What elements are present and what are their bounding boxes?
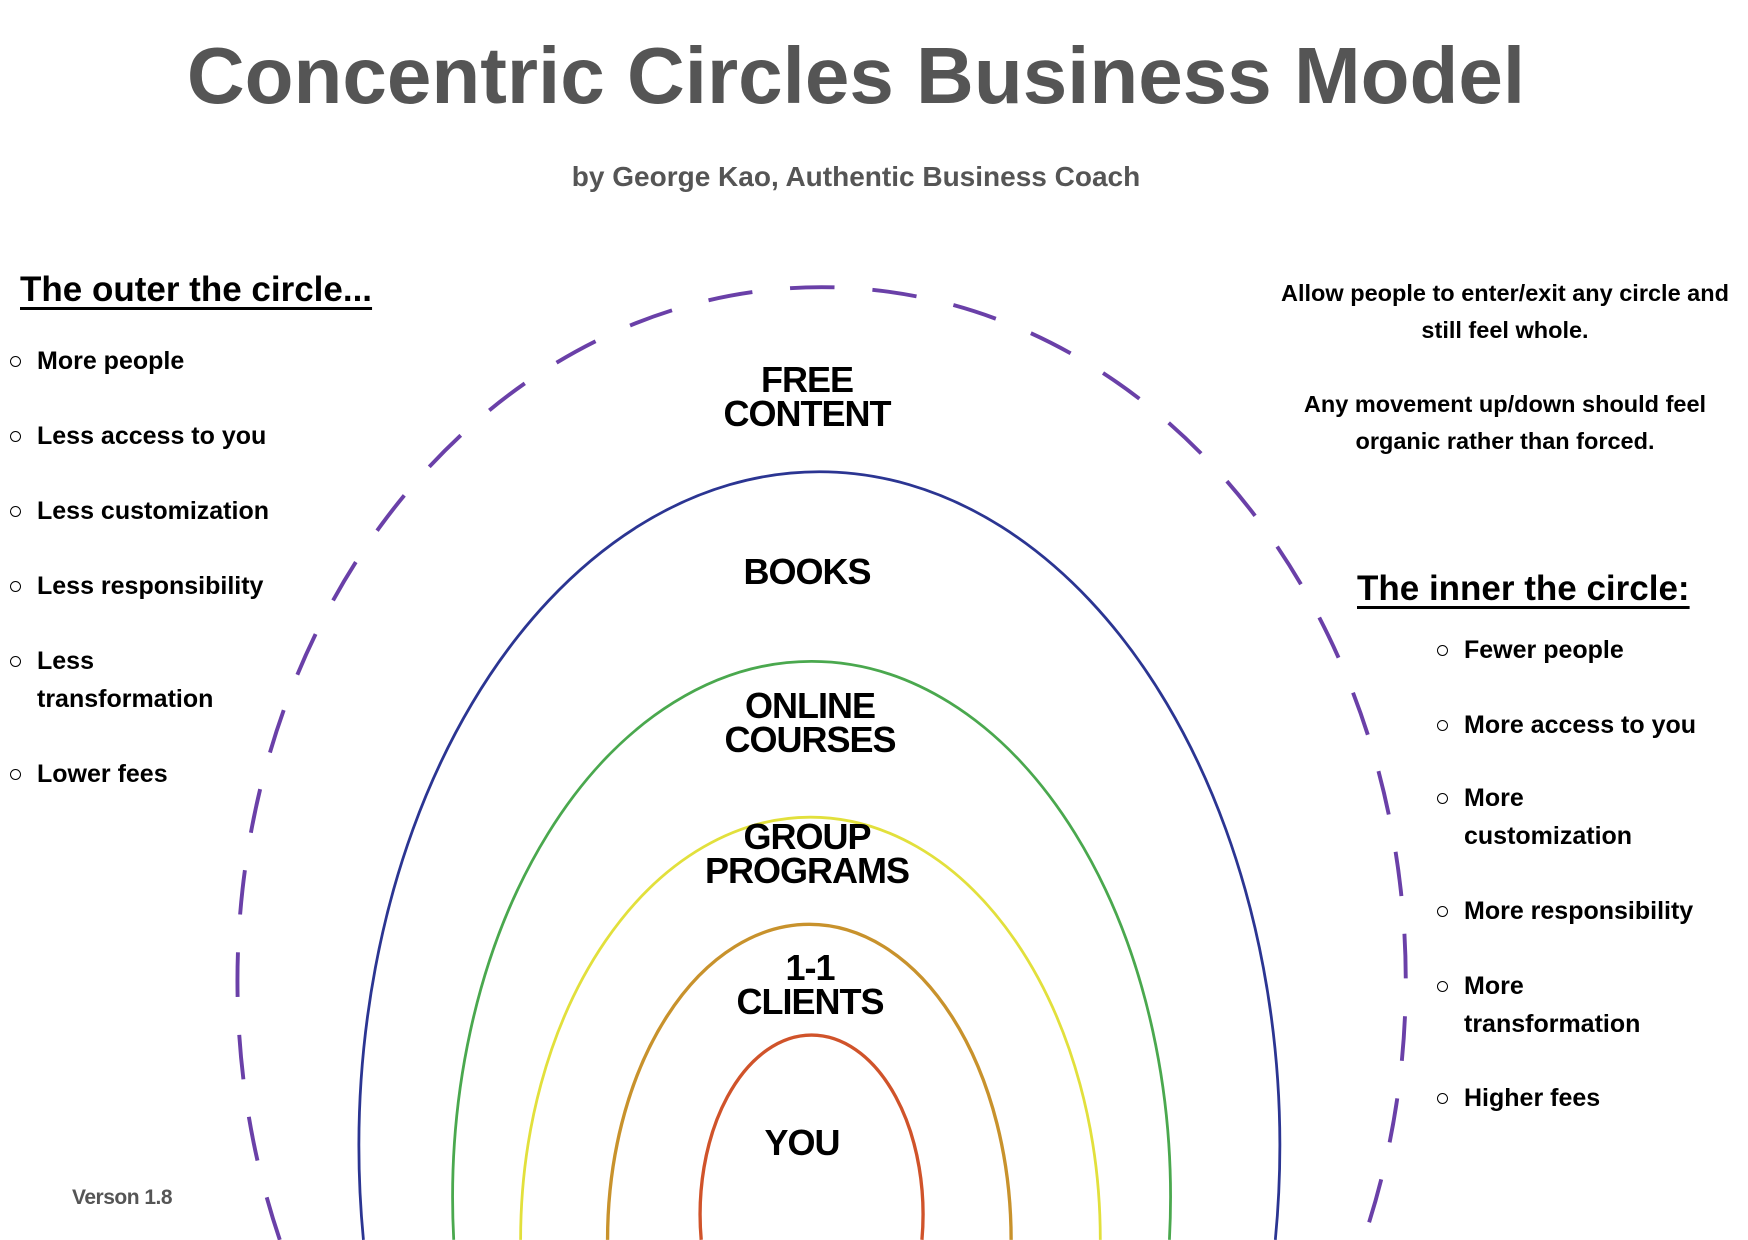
page-title: Concentric Circles Business Model — [186, 31, 1526, 120]
label-books: BOOKS — [743, 551, 871, 592]
arch-1-1-clients — [605, 922, 1013, 1240]
outer-item: Less responsibility — [10, 567, 263, 605]
bullet-icon — [1437, 793, 1448, 804]
arch-books — [357, 470, 1282, 1240]
note-movement: Any movement up/down should feel organic… — [1303, 391, 1707, 454]
arch-group-programs — [519, 815, 1102, 1240]
arch-you — [698, 1033, 925, 1240]
bullet-icon — [1437, 720, 1448, 731]
outer-heading: The outer the circle... — [20, 270, 373, 309]
bullet-icon — [10, 769, 21, 780]
bullet-icon — [1437, 1093, 1448, 1104]
label-1-1-clients: 1-1 CLIENTS — [736, 947, 884, 1022]
bullet-icon — [10, 506, 21, 517]
bullet-icon — [1437, 981, 1448, 992]
inner-item: More customization — [1437, 779, 1632, 855]
label-group-programs: GROUP PROGRAMS — [704, 816, 910, 891]
bullet-icon — [10, 581, 21, 592]
version-label: Verson 1.8 — [72, 1186, 173, 1209]
inner-item: More access to you — [1437, 706, 1696, 744]
bullet-icon — [10, 356, 21, 367]
inner-item: Fewer people — [1437, 631, 1624, 669]
bullet-icon — [1437, 906, 1448, 917]
outer-item: More people — [10, 342, 184, 380]
inner-item: More responsibility — [1437, 892, 1693, 930]
bullet-icon — [1437, 645, 1448, 656]
bullet-icon — [10, 656, 21, 667]
outer-item: Less access to you — [10, 417, 266, 455]
label-you: YOU — [764, 1122, 840, 1163]
outer-item: Lower fees — [10, 755, 168, 793]
inner-heading: The inner the circle: — [1357, 569, 1690, 608]
note-enter-exit: Allow people to enter/exit any circle an… — [1281, 280, 1729, 343]
outer-item: Less customization — [10, 492, 269, 530]
bullet-icon — [10, 431, 21, 442]
subtitle: by George Kao, Authentic Business Coach — [571, 161, 1141, 192]
arch-online-courses — [451, 659, 1172, 1240]
label-free-content: FREE CONTENT — [723, 359, 892, 434]
inner-item: Higher fees — [1437, 1079, 1600, 1117]
arch-free-content — [235, 285, 1408, 1240]
label-online-courses: ONLINE COURSES — [724, 685, 896, 760]
outer-item: Less transformation — [10, 642, 213, 718]
inner-item: More transformation — [1437, 967, 1640, 1043]
